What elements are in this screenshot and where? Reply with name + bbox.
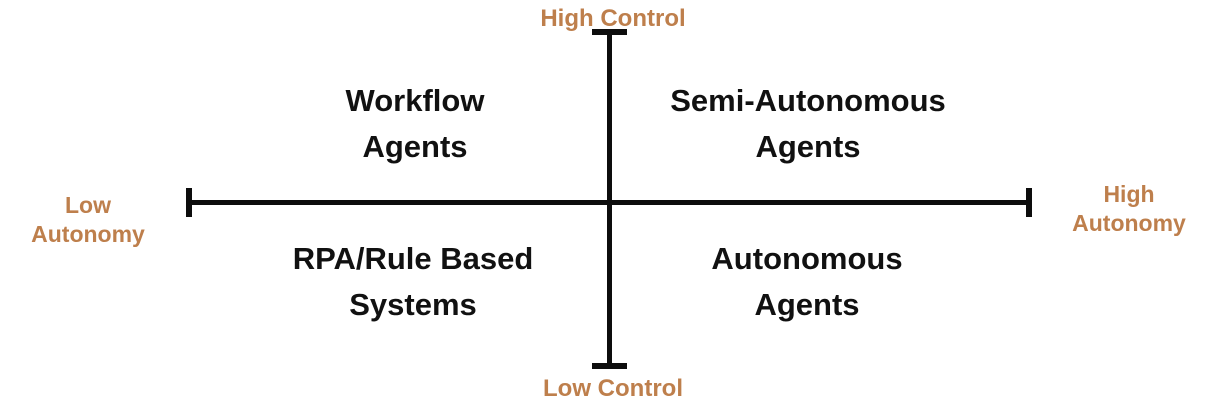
axis-label-high-autonomy: High Autonomy (1072, 181, 1186, 237)
vertical-axis-bottom-cap (592, 363, 627, 369)
quadrant-label-semi-autonomous-agents: Semi-Autonomous Agents (670, 83, 946, 164)
vertical-axis-top-cap (592, 29, 627, 35)
quadrant-label-autonomous-agents: Autonomous Agents (711, 241, 903, 322)
quadrant-label-rpa-rule-based-systems: RPA/Rule Based Systems (292, 241, 534, 322)
horizontal-axis-left-cap (186, 188, 192, 217)
quadrant-label-workflow-agents: Workflow Agents (345, 83, 485, 164)
vertical-axis-line (607, 31, 612, 368)
axis-label-low-control: Low Control (543, 375, 683, 402)
axis-label-low-autonomy: Low Autonomy (31, 192, 145, 248)
axis-label-high-control: High Control (540, 5, 686, 32)
horizontal-axis-right-cap (1026, 188, 1032, 217)
